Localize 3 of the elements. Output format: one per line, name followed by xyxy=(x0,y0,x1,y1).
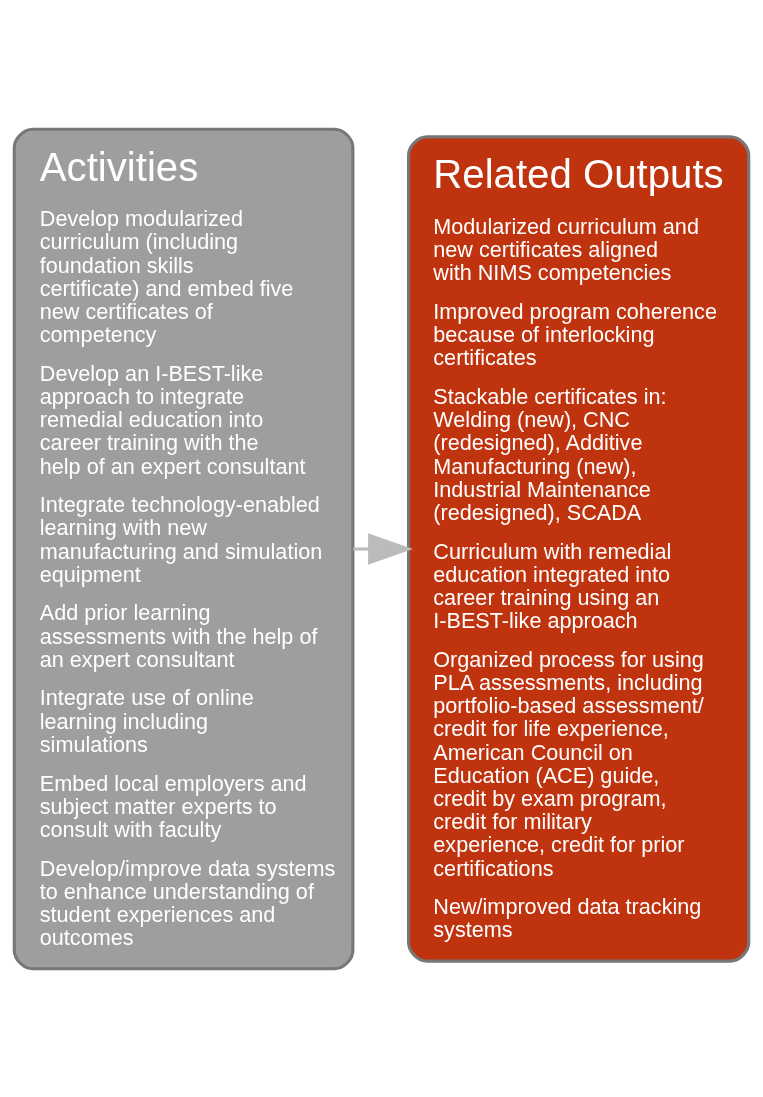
node-box: Related Outputs Modularized curriculum and new certificates aligned with NIMS competencies Improved program coherence because of interlocking certificates Stackable certificates in: Welding (new), CNC (redesigned), Additive Manufacturing (new), Industrial Maintenance (redesigned), SCADA Curriculum with remedial education integrated into career training using an I-BEST-like approach Organized process for using PLA assessments, including portfolio-based assessment/ credit for life experience, American Council on Education (ACE) guide, credit by exam program, credit for military experience, credit for prior certifications New/improved data tracking systems xyxy=(407,134,751,963)
node-box: Activities Develop modularized curriculum (including foundation skills certificate) and embed five new certificates of competency Develop an I-BEST-like approach to integrate remedial education into career training with the help of an expert consultant Integrate technology-enabled learning with new manufacturing and simulation equipment Add prior learning assessments with the help of an expert consultant Integrate use of online learning including simulations Embed local employers and subject matter experts to consult with faculty Develop/improve data systems to enhance understanding of student experiences and outcomes xyxy=(12,127,355,970)
arrow xyxy=(353,532,413,565)
